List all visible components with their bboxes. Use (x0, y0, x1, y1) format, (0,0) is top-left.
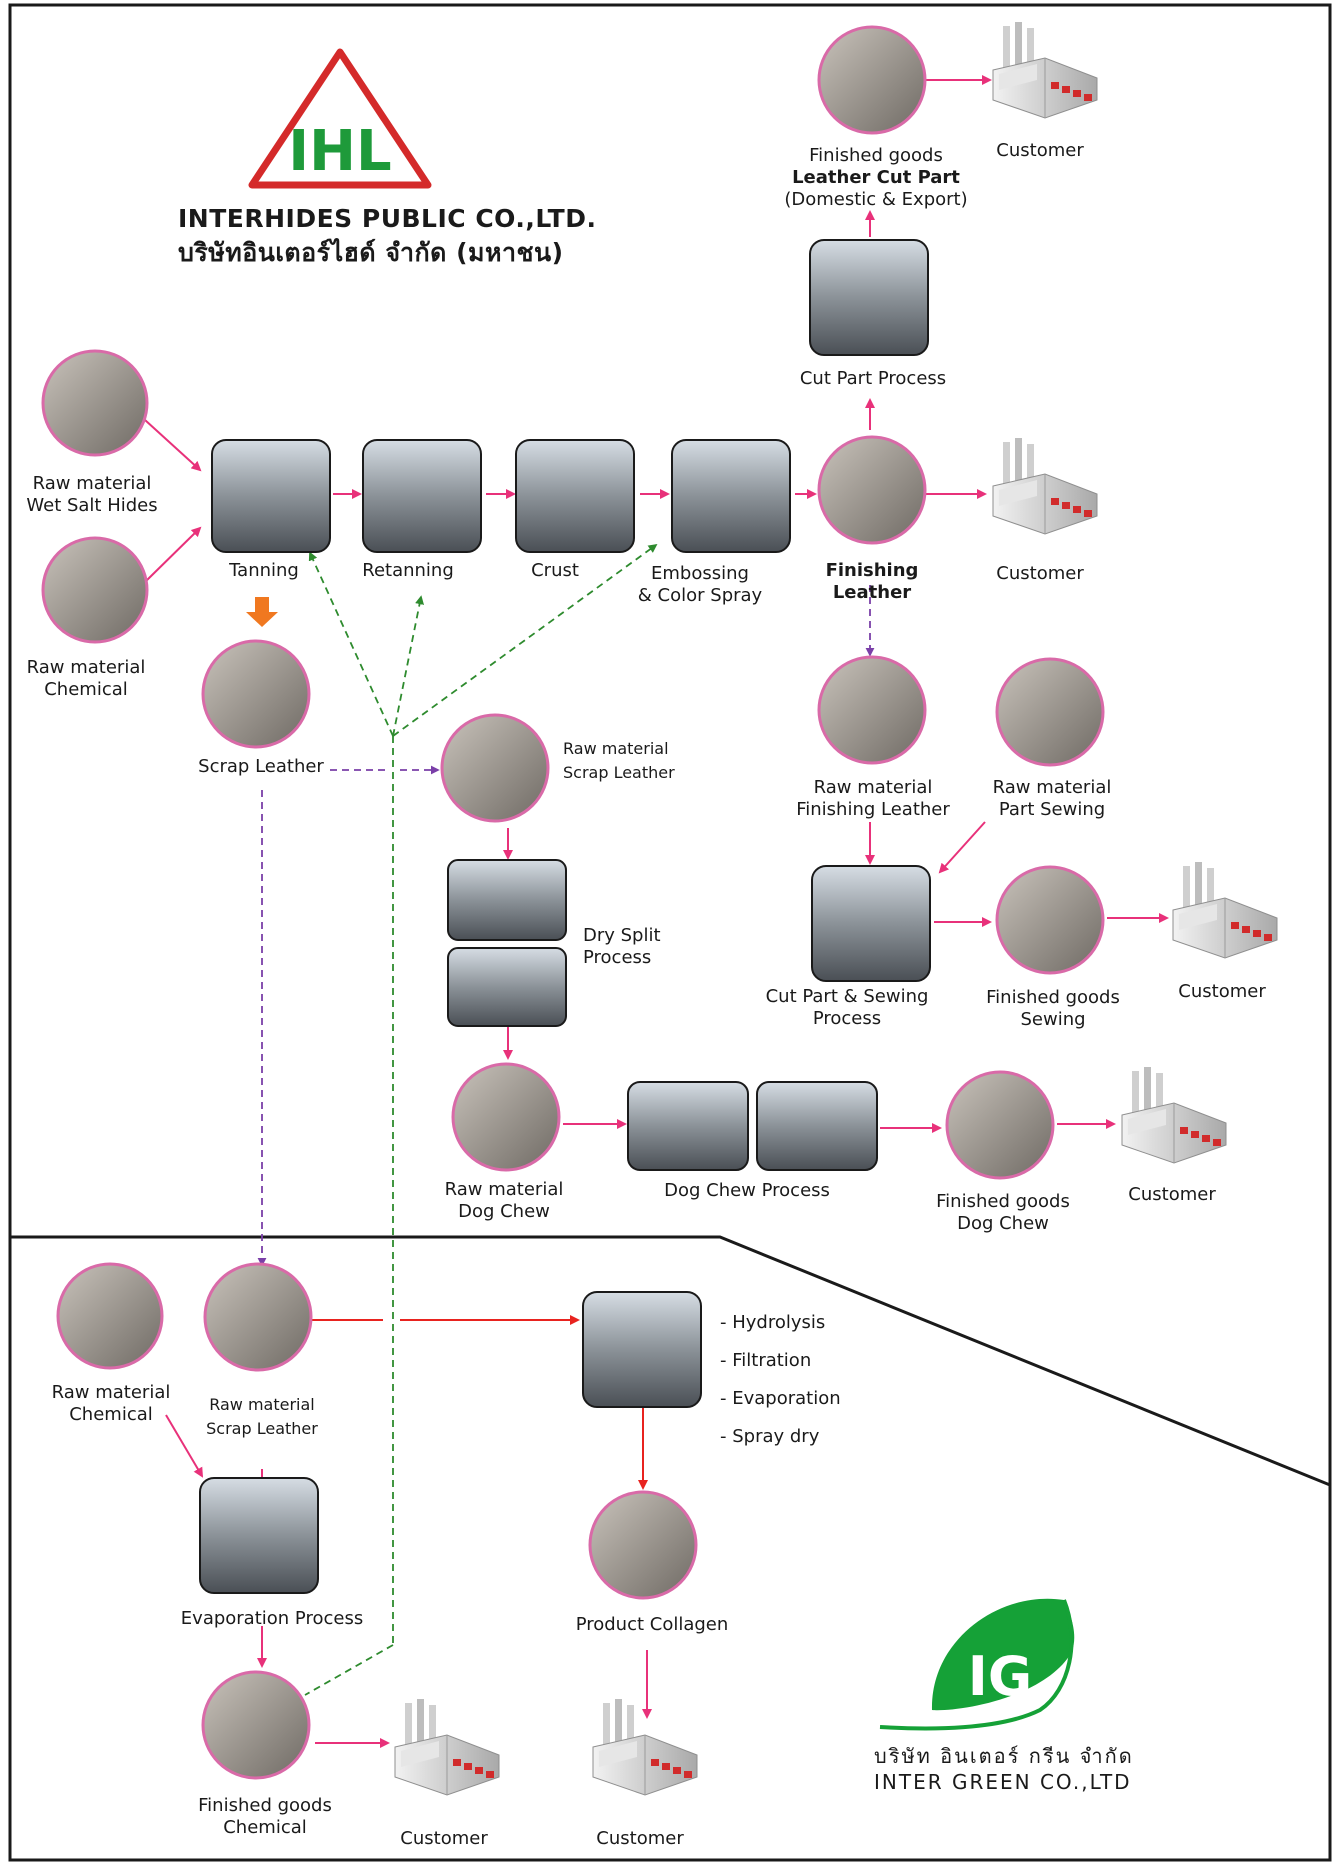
finished-sewing-photo (995, 865, 1105, 975)
section-divider (10, 1235, 1331, 1487)
label-dog-chew-process: Dog Chew Process (664, 1180, 830, 1201)
label-scrap-leather: Scrap Leather (198, 756, 324, 777)
label-tanning: Tanning (229, 560, 299, 581)
ig-company-name: บริษัท อินเตอร์ กรีน จำกัด INTER GREEN C… (874, 1743, 1134, 1795)
finished-chemical-photo (201, 1670, 311, 1780)
collagen-plant-photo (582, 1291, 702, 1408)
scrap-leather-photo (201, 639, 311, 749)
label-customer: Customer (996, 563, 1084, 584)
factory-icon (992, 437, 1098, 535)
dry-split-photo-1 (447, 859, 567, 941)
collagen-step: - Spray dry (720, 1426, 820, 1447)
label-customer: Customer (996, 140, 1084, 161)
svg-text:IG: IG (968, 1645, 1032, 1708)
chemical-tanks-photo (56, 1262, 164, 1370)
label-customer: Customer (400, 1828, 488, 1849)
dog-chew-process-photo-1 (627, 1081, 749, 1171)
ig-name-en: INTER GREEN CO.,LTD (874, 1770, 1132, 1794)
label-product-collagen: Product Collagen (575, 1614, 729, 1635)
raw-part-sewing-photo (995, 657, 1105, 767)
dry-split-photo-2 (447, 947, 567, 1027)
ihl-name-th: บริษัทอินเตอร์ไฮด์ จำกัด (มหาชน) (178, 238, 564, 267)
raw-dog-chew-photo (451, 1062, 561, 1172)
ig-logo: IG (879, 1598, 1075, 1731)
collagen-step: - Hydrolysis (720, 1312, 826, 1333)
orange-arrow (246, 597, 278, 627)
label-cut-part-process: Cut Part Process (799, 368, 947, 389)
factory-icon (394, 1698, 500, 1796)
embossing-photo (671, 439, 791, 553)
label-crust: Crust (531, 560, 579, 581)
ihl-logo: IHL (248, 48, 432, 189)
collagen-product-photo (588, 1490, 698, 1600)
leather-cut-part-photo (817, 25, 927, 135)
cut-part-process-photo (809, 239, 929, 356)
label-retanning: Retanning (362, 560, 454, 581)
label-customer: Customer (1178, 981, 1266, 1002)
evaporation-process-photo (199, 1477, 319, 1594)
retanning-photo (362, 439, 482, 553)
svg-text:IHL: IHL (288, 119, 391, 184)
finishing-leather-photo (817, 435, 927, 545)
pink-flow-arrows (144, 75, 1169, 1748)
label-evaporation-process: Evaporation Process (180, 1608, 364, 1629)
collagen-step: - Filtration (720, 1350, 812, 1371)
raw-scrap-bottom-photo (203, 1262, 313, 1372)
outer-frame (8, 3, 1332, 1862)
label-customer: Customer (596, 1828, 684, 1849)
ihl-name-en: INTERHIDES PUBLIC CO.,LTD. (178, 204, 597, 233)
cut-sewing-process-photo (811, 865, 931, 982)
factory-icon (1172, 861, 1278, 959)
label-customer: Customer (1128, 1184, 1216, 1205)
raw-finishing-leather-photo (817, 655, 927, 765)
factory-icon (592, 1698, 698, 1796)
label-embossing: Embossing& Color Spray (637, 563, 763, 606)
green-dashed-arrows (304, 543, 658, 1696)
finished-dog-chew-photo (945, 1070, 1055, 1180)
purple-dashed-arrows (257, 585, 875, 1267)
crust-photo (515, 439, 635, 553)
factory-icon (992, 21, 1098, 119)
ig-name-th: บริษัท อินเตอร์ กรีน จำกัด (874, 1744, 1134, 1768)
tanning-photo (211, 439, 331, 553)
ihl-company-name: INTERHIDES PUBLIC CO.,LTD. บริษัทอินเตอร… (178, 202, 596, 270)
dog-chew-process-photo-2 (756, 1081, 878, 1171)
chemical-drums-photo (41, 536, 149, 644)
collagen-steps-list: - Hydrolysis - Filtration - Evaporation … (720, 1304, 841, 1456)
raw-scrap-leather-photo (440, 713, 550, 823)
wet-salt-hides-photo (41, 349, 149, 457)
red-collagen-arrows (310, 1320, 648, 1490)
factory-icon (1121, 1066, 1227, 1164)
collagen-step: - Evaporation (720, 1388, 841, 1409)
